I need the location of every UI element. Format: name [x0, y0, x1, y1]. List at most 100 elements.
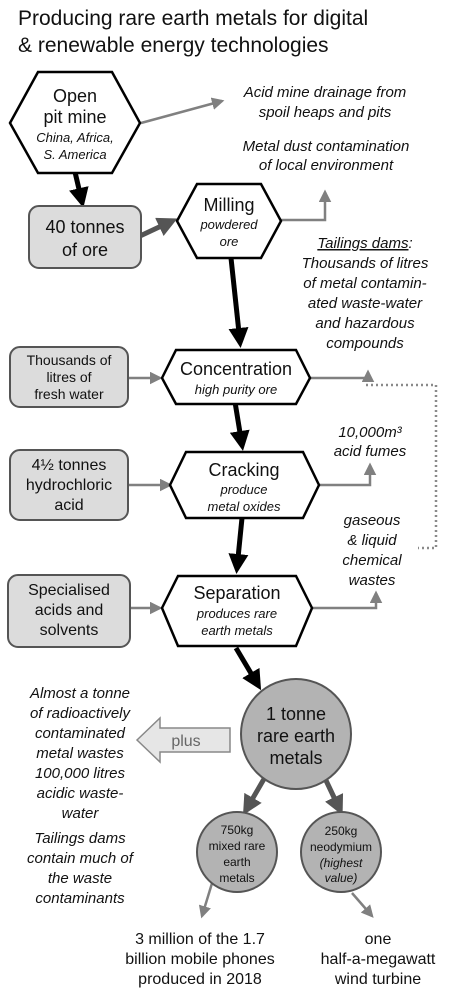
turbine-label-3: wind turbine	[334, 971, 421, 988]
dotted-connector-tailings	[366, 383, 438, 550]
mine-label-2: pit mine	[43, 107, 106, 127]
water-label-1: Thousands of	[27, 352, 112, 368]
specialised-acids-node: Specialised acids and solvents	[7, 574, 131, 648]
gaseous-note-4: wastes	[349, 572, 396, 589]
neodymium-sub-1: (highest	[320, 856, 363, 870]
concentration-label: Concentration	[180, 359, 292, 379]
radioactive-waste-note: Almost a tonne of radioactively contamin…	[29, 685, 132, 822]
arrow-concentration-to-tailings	[310, 369, 375, 382]
concentration-sub: high purity ore	[195, 382, 277, 397]
phones-label-3: produced in 2018	[138, 971, 262, 988]
output-label-2: rare earth	[257, 726, 335, 746]
radio-note-7: water	[62, 805, 100, 822]
rare-earth-output-node: 1 tonne rare earth metals	[240, 678, 352, 790]
arrow-neodymium-to-turbine	[351, 892, 374, 918]
phones-label-1: 3 million of the 1.7	[135, 931, 265, 948]
tailings-note-colon: :	[409, 235, 413, 252]
radio-note-6: acidic waste-	[37, 785, 124, 802]
arrow-separation-to-output	[233, 646, 262, 691]
mine-sub-2: S. America	[43, 147, 106, 162]
fresh-water-node: Thousands of litres of fresh water	[9, 346, 129, 408]
title-line-2: & renewable energy technologies	[18, 34, 329, 57]
gaseous-note-3: chemical	[342, 552, 402, 569]
arrow-cracking-to-fumes	[318, 462, 377, 487]
milling-sub-2: ore	[220, 234, 239, 249]
hydrochloric-acid-node: 4½ tonnes hydrochloric acid	[9, 449, 129, 521]
turbine-label-1: one	[365, 931, 392, 948]
arrow-ore-to-milling	[138, 217, 178, 239]
cracking-label: Cracking	[208, 460, 279, 480]
radio-note-1: Almost a tonne	[29, 685, 130, 702]
hcl-label-2: hydrochloric	[26, 477, 112, 494]
hcl-label-1: 4½ tonnes	[32, 457, 107, 474]
acids-label-1: Specialised	[28, 582, 110, 599]
gaseous-note-2: & liquid	[347, 532, 397, 549]
arrow-cracking-to-separation	[228, 517, 249, 574]
mine-label-1: Open	[53, 86, 97, 106]
gaseous-note-1: gaseous	[344, 512, 401, 529]
fumes-note-1: 10,000m³	[338, 424, 402, 441]
hcl-label-3: acid	[54, 497, 83, 514]
drainage-note-2: spoil heaps and pits	[259, 104, 392, 121]
radio-note-5: 100,000 litres	[35, 765, 126, 782]
dust-note-2: of local environment	[259, 157, 394, 174]
arrow-milling-to-concentration	[228, 257, 249, 348]
tailings-note-5: and hazardous	[315, 315, 415, 332]
plus-label: plus	[171, 733, 200, 750]
acids-label-3: solvents	[40, 622, 99, 639]
cracking-node: Cracking produce metal oxides	[168, 450, 321, 520]
neodymium-node: 250kg neodymium (highest value)	[300, 811, 382, 893]
output-label-1: 1 tonne	[266, 704, 326, 724]
separation-sub-2: earth metals	[201, 623, 273, 638]
ore-label-1: 40 tonnes	[45, 217, 124, 237]
milling-label: Milling	[203, 195, 254, 215]
radio-note-4: metal wastes	[36, 745, 124, 762]
arrow-separation-to-wastes	[312, 590, 383, 610]
milling-node: Milling powdered ore	[175, 182, 283, 260]
mixed-label-3: earth	[223, 855, 250, 869]
arrow-mine-to-ore	[69, 171, 89, 208]
phones-label-2: billion mobile phones	[125, 951, 274, 968]
mixed-label-2: mixed rare	[209, 839, 266, 853]
tailings-note: Tailings dams: Thousands of litres of me…	[302, 235, 429, 352]
tailings-contain-note: Tailings dams contain much of the waste …	[27, 830, 135, 907]
plus-arrow: plus	[135, 716, 231, 764]
mixed-metals-node: 750kg mixed rare earth metals	[196, 811, 278, 893]
separation-label: Separation	[193, 583, 280, 603]
contain-note-3: the waste	[48, 870, 112, 887]
contain-note-1: Tailings dams	[34, 830, 126, 847]
radio-note-2: of radioactively	[30, 705, 132, 722]
phones-use-label: 3 million of the 1.7 billion mobile phon…	[125, 931, 274, 988]
milling-sub-1: powdered	[199, 217, 258, 232]
separation-node: Separation produces rare earth metals	[160, 574, 314, 648]
contain-note-4: contaminants	[35, 890, 125, 907]
mine-sub-1: China, Africa,	[36, 130, 114, 145]
title-line-1: Producing rare earth metals for digital	[18, 7, 368, 30]
mixed-label-4: metals	[219, 871, 254, 885]
tailings-note-6: compounds	[326, 335, 404, 352]
svg-text:Tailings dams:: Tailings dams:	[317, 235, 412, 252]
mixed-label-1: 750kg	[221, 823, 254, 837]
arrow-milling-to-dust	[281, 189, 332, 222]
fumes-note-2: acid fumes	[334, 443, 407, 460]
separation-sub-1: produces rare	[196, 606, 277, 621]
neodymium-label-1: 250kg	[325, 824, 358, 838]
tailings-note-4: ated waste-water	[308, 295, 423, 312]
turbine-label-2: half-a-megawatt	[321, 951, 436, 968]
water-label-2: litres of	[46, 369, 91, 385]
contain-note-2: contain much of	[27, 850, 135, 867]
dust-note-1: Metal dust contamination	[243, 138, 410, 155]
tailings-note-3: of metal contamin-	[303, 275, 426, 292]
water-label-3: fresh water	[34, 386, 104, 402]
arrow-mixed-to-phones	[198, 879, 215, 919]
drainage-note-1: Acid mine drainage from	[243, 84, 407, 101]
neodymium-label-2: neodymium	[310, 840, 372, 854]
radio-note-3: contaminated	[35, 725, 126, 742]
cracking-sub-2: metal oxides	[208, 499, 281, 514]
acids-label-2: acids and	[35, 602, 104, 619]
tailings-note-2: Thousands of litres	[302, 255, 429, 272]
arrow-concentration-to-cracking	[229, 401, 250, 451]
turbine-use-label: one half-a-megawatt wind turbine	[321, 931, 436, 988]
output-label-3: metals	[269, 748, 322, 768]
